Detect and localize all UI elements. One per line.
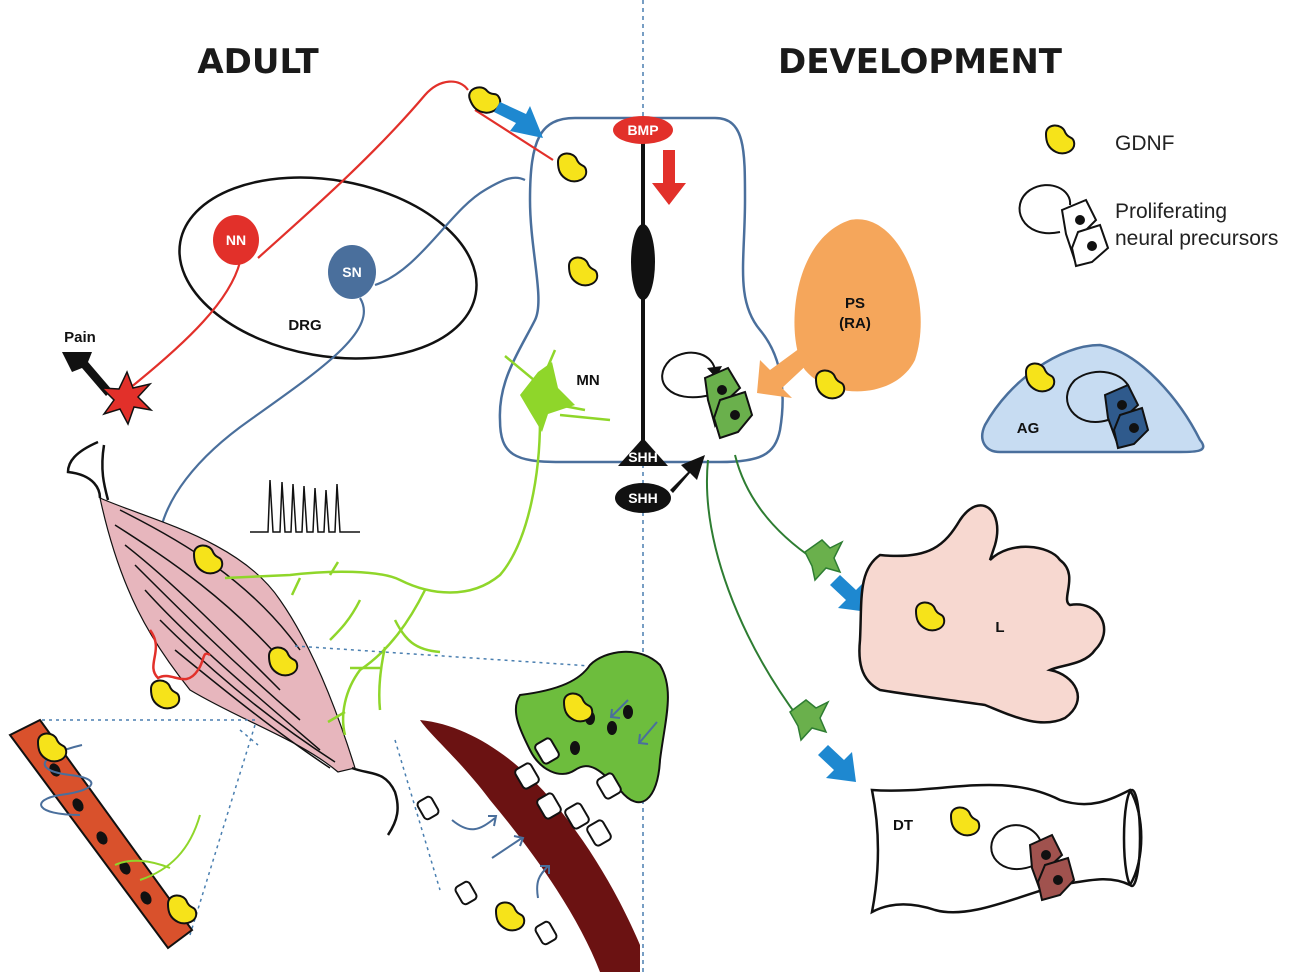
central-canal-lumen	[631, 224, 655, 300]
motor-neuron-branches	[290, 561, 441, 736]
bmp-label: BMP	[627, 122, 658, 138]
sn-label: SN	[342, 264, 361, 280]
ps-label: PS	[845, 295, 865, 312]
legend-proliferating-line2: neural precursors	[1115, 227, 1278, 250]
development-title: DEVELOPMENT	[778, 42, 1063, 82]
ps-region	[794, 219, 921, 392]
drg-label: DRG	[288, 317, 321, 334]
mn-label: MN	[576, 372, 599, 389]
shh-label-bottom: SHH	[628, 490, 658, 506]
proliferation-loop	[661, 351, 716, 399]
nociceptive-terminal	[474, 109, 554, 161]
tendon-upper	[66, 440, 102, 499]
migrating-cell-1	[804, 539, 844, 582]
legend-gdnf-icon	[1045, 124, 1076, 155]
migration-arrow-1	[830, 575, 868, 612]
precursor-cells-ag	[1103, 383, 1150, 450]
migrating-cell-2	[789, 699, 830, 742]
dt-proliferation-loop	[990, 824, 1041, 871]
adult-title: ADULT	[197, 42, 319, 82]
shh-notochord	[615, 483, 671, 513]
bmp-signal	[613, 116, 673, 144]
precursor-cells-dt	[1028, 833, 1076, 902]
nn-label: NN	[226, 232, 246, 248]
sensory-neuron	[328, 245, 376, 299]
nociceptive-axon-central	[257, 80, 469, 259]
legend-loop-icon	[1018, 184, 1072, 235]
vessel-green-fiber	[114, 814, 201, 881]
shh-label-top: SHH	[628, 449, 658, 465]
tendon-upper-2	[101, 444, 110, 501]
proliferation-loop-arrowhead	[707, 366, 722, 378]
ag-label: AG	[1017, 420, 1040, 437]
nociceptive-axon-peripheral	[124, 261, 242, 393]
migration-arrow-2	[818, 745, 856, 782]
sensory-axon-peripheral	[156, 297, 365, 549]
adrenal-gland	[981, 343, 1205, 454]
legend-gdnf-label: GDNF	[1115, 132, 1175, 155]
neural-crest-path-2	[706, 459, 801, 721]
synaptic-bouton	[514, 650, 669, 804]
channel-arrows	[451, 699, 658, 899]
shh-arrow	[670, 455, 705, 493]
muscle	[99, 496, 356, 773]
digestive-tract-opening	[1122, 788, 1142, 888]
action-potential-trace	[250, 479, 360, 533]
shh-floorplate	[618, 438, 668, 466]
sensory-axon-central	[374, 176, 526, 287]
nociceptive-neuron	[213, 215, 259, 265]
motor-neuron	[520, 362, 575, 432]
zoom-lines	[40, 645, 621, 936]
vessel-nerve-coil	[40, 744, 93, 816]
neural-crest-path-1	[734, 454, 816, 561]
drg-ganglion	[178, 176, 478, 360]
muscle-injury	[148, 629, 211, 681]
pain-pin	[62, 352, 112, 396]
motor-neuron-axon	[224, 419, 542, 594]
limb-hand	[858, 504, 1106, 724]
ra-label: (RA)	[839, 315, 871, 332]
precursor-cells-spinal	[703, 366, 754, 440]
limb-label: L	[995, 619, 1004, 636]
legend-proliferating-line1: Proliferating	[1115, 200, 1227, 223]
receptor-channels	[514, 737, 622, 847]
pain-label: Pain	[64, 329, 96, 346]
muscle-terminal	[420, 720, 640, 972]
gdnf-transport-arrow	[494, 102, 543, 138]
bmp-arrow	[652, 150, 686, 205]
pain-starburst	[100, 370, 154, 426]
ag-proliferation-loop	[1066, 370, 1131, 423]
vessel-holes	[49, 763, 152, 905]
free-channels	[416, 795, 558, 946]
legend-precursor-icon	[1060, 198, 1110, 268]
digestive-tract	[870, 783, 1143, 915]
tendon-lower	[351, 766, 399, 836]
dt-label: DT	[893, 817, 913, 834]
ra-arrow	[757, 348, 812, 398]
